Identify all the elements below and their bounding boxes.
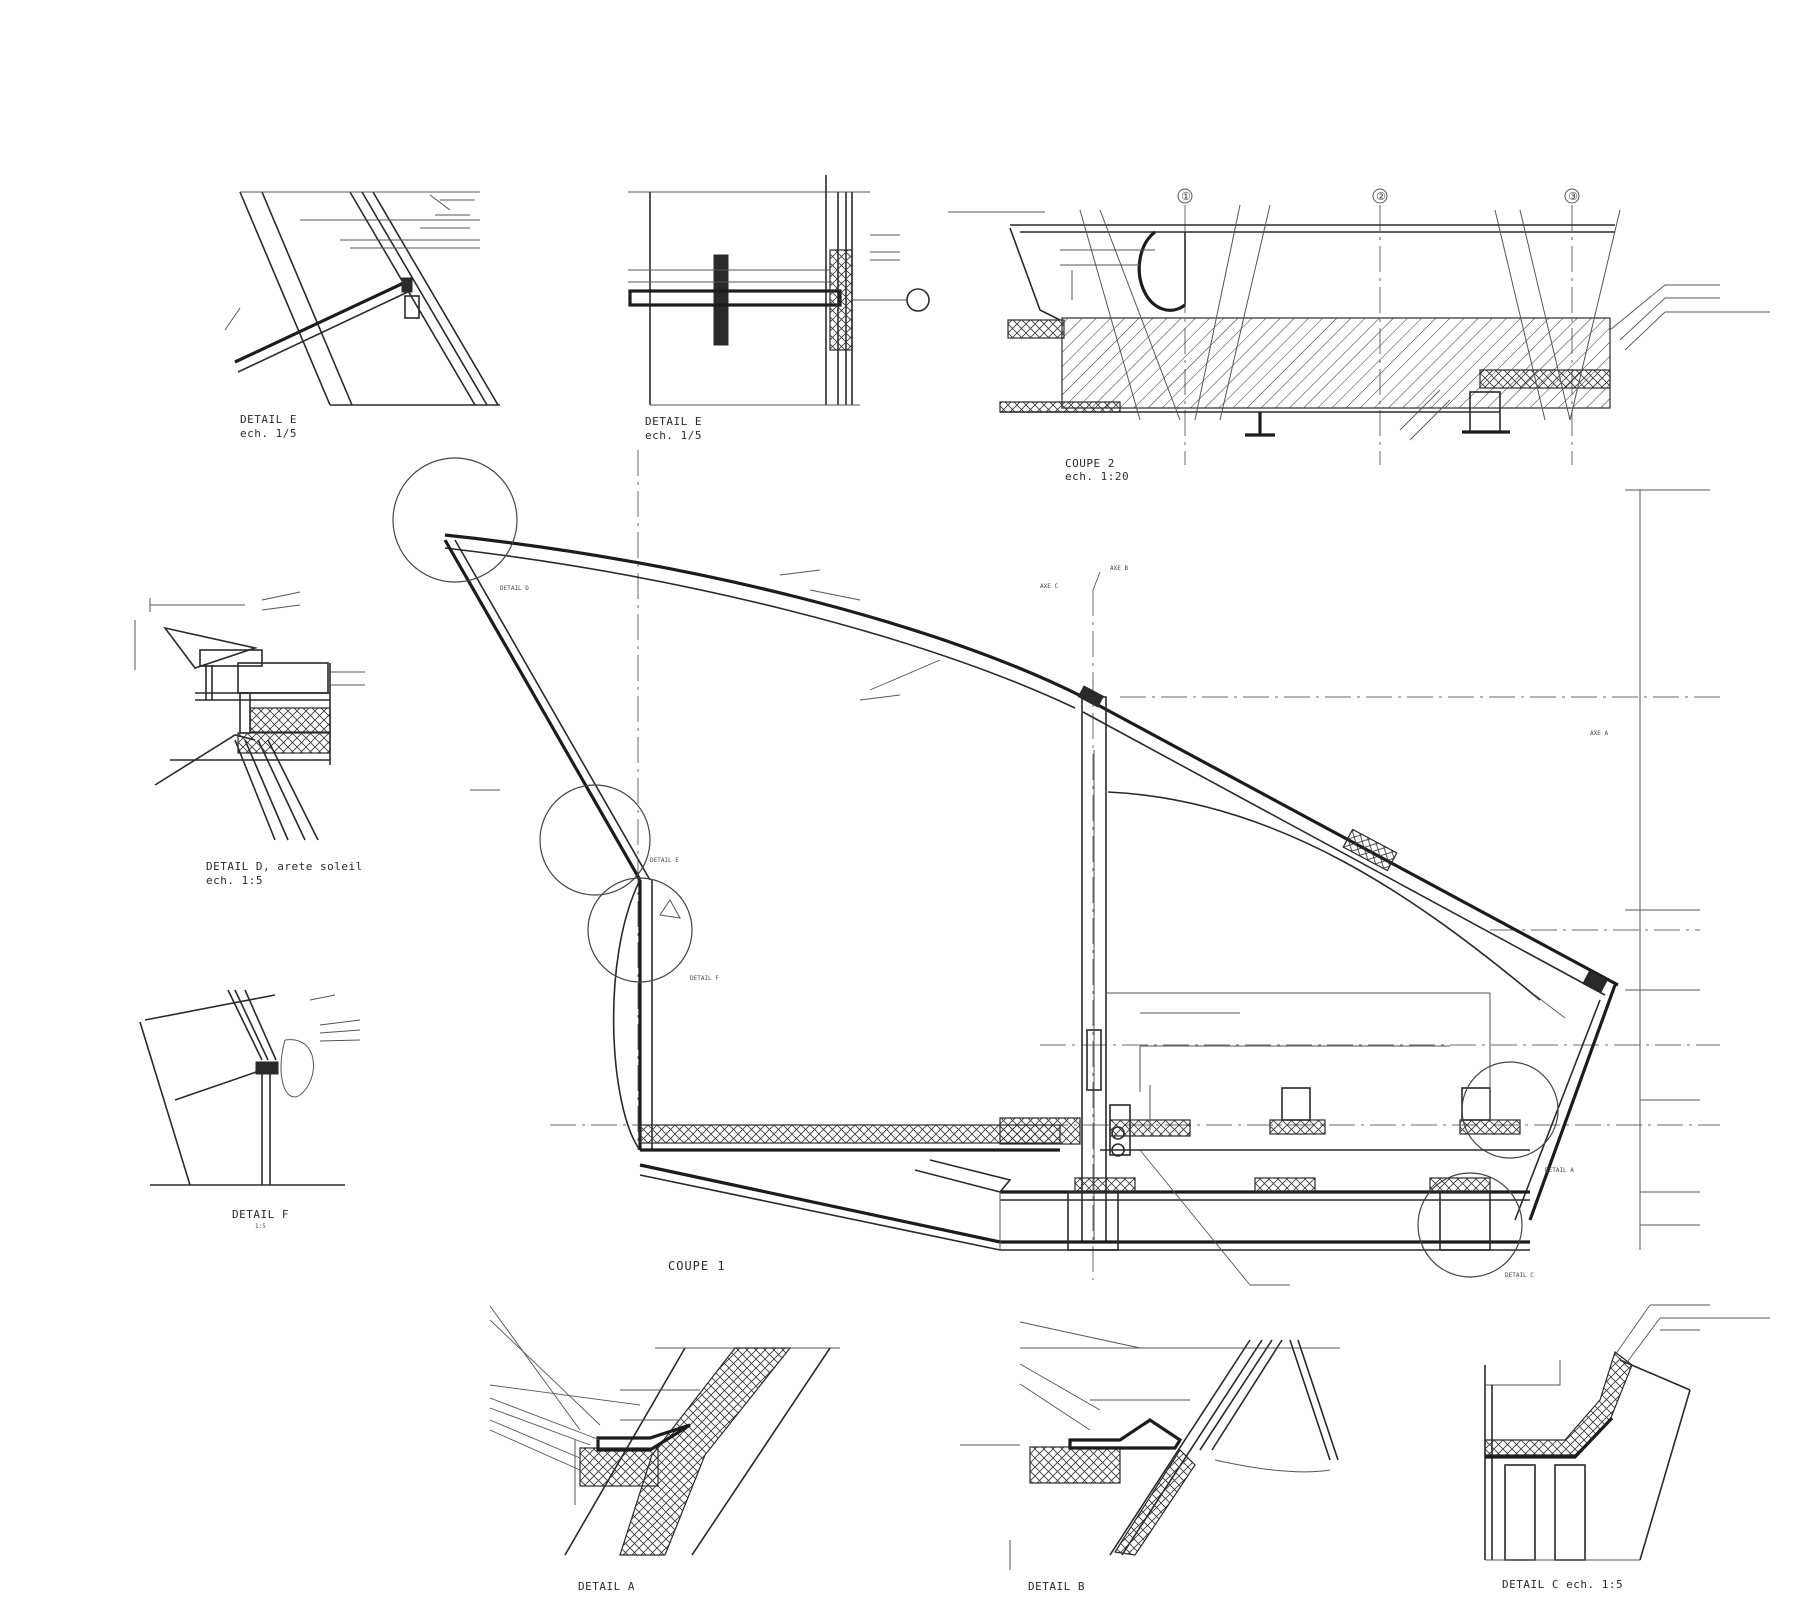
detail-e-2-scale: ech. 1/5 — [645, 429, 702, 442]
detail-d-drawing — [134, 591, 365, 841]
axis-label-b: AXE B — [1110, 565, 1128, 572]
coupe-2-axis-bubble-1: ① — [1181, 190, 1191, 203]
detail-c-title: DETAIL C ech. 1:5 — [1502, 1578, 1623, 1591]
detail-c-drawing — [1484, 1304, 1770, 1561]
axis-label-a: AXE A — [1590, 730, 1608, 737]
detail-a-drawing — [489, 1305, 840, 1556]
detail-f-title: DETAIL F — [232, 1208, 289, 1221]
callout-detail-d: DETAIL D — [500, 585, 529, 592]
coupe-2-axis-bubble-3: ③ — [1568, 190, 1578, 203]
detail-f-scale: 1:5 — [255, 1223, 266, 1230]
callout-detail-a: DETAIL A — [1545, 1167, 1574, 1174]
axis-label-c: AXE C — [1040, 583, 1058, 590]
detail-e-drawing-2 — [628, 175, 930, 406]
callout-detail-c: DETAIL C — [1505, 1272, 1534, 1279]
detail-a-title: DETAIL A — [578, 1580, 635, 1593]
detail-e-drawing-1 — [224, 191, 500, 406]
detail-e-1-scale: ech. 1/5 — [240, 427, 297, 440]
detail-b-drawing — [960, 1321, 1340, 1570]
coupe-2-title: COUPE 2 — [1065, 457, 1115, 470]
detail-d-title: DETAIL D, arete soleil — [206, 860, 363, 873]
detail-d-scale: ech. 1:5 — [206, 874, 263, 887]
coupe-1-drawing — [392, 450, 1720, 1286]
callout-detail-f: DETAIL F — [690, 975, 719, 982]
coupe-2-scale: ech. 1:20 — [1065, 470, 1129, 483]
callout-detail-e: DETAIL E — [650, 857, 679, 864]
coupe-1-title: COUPE 1 — [668, 1259, 726, 1273]
coupe-2-axis-bubble-2: ② — [1376, 190, 1386, 203]
coupe-2-drawing — [948, 188, 1770, 465]
detail-b-title: DETAIL B — [1028, 1580, 1085, 1593]
detail-e-1-title: DETAIL E — [240, 413, 297, 426]
detail-f-drawing — [139, 989, 361, 1186]
detail-e-2-title: DETAIL E — [645, 415, 702, 428]
